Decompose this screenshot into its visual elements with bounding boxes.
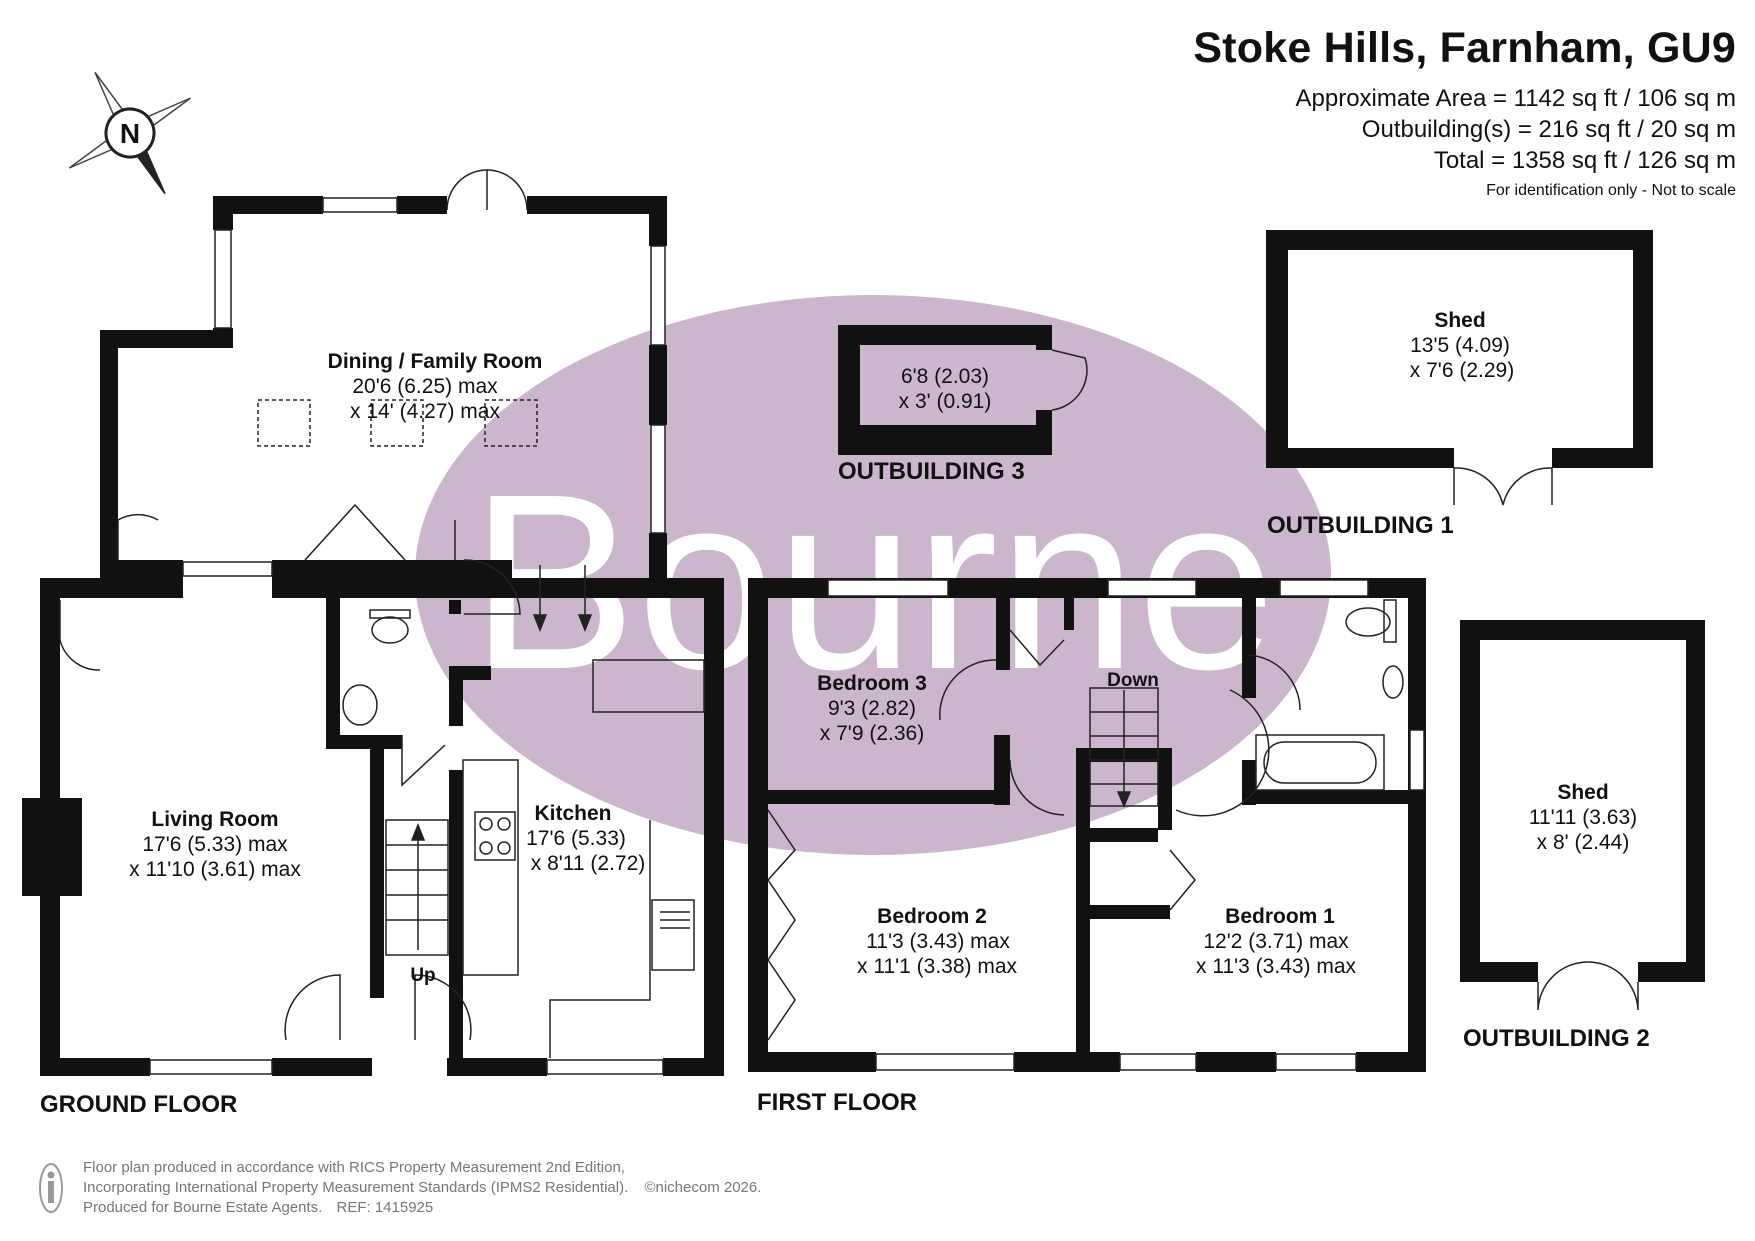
stairs-up-label: Up: [410, 965, 435, 986]
first-floor-fixtures: [767, 579, 1425, 1071]
shed2-dim2: x 8' (2.44): [1537, 831, 1630, 854]
shed2-name: Shed: [1557, 781, 1608, 804]
outbuilding-3: [838, 325, 1052, 455]
outbuilding3-label: OUTBUILDING 3: [838, 458, 1025, 485]
living-room-name: Living Room: [151, 808, 278, 831]
kitchen-dim1: 17'6 (5.33): [526, 827, 626, 850]
disclaimer: For identification only - Not to scale: [1486, 182, 1736, 199]
ground-floor-plan: [22, 196, 724, 1076]
outbuilding-1: [1266, 230, 1653, 468]
footer-line1: Floor plan produced in accordance with R…: [83, 1159, 625, 1176]
footer-ref: REF: 1415925: [336, 1199, 434, 1216]
bedroom1-name: Bedroom 1: [1225, 905, 1335, 928]
compass-label: N: [120, 118, 140, 149]
bedroom1-dim1: 12'2 (3.71) max: [1203, 930, 1349, 953]
outbuildings-area: Outbuilding(s) = 216 sq ft / 20 sq m: [1361, 116, 1736, 143]
footer-line3: Produced for Bourne Estate Agents.: [83, 1199, 323, 1216]
shed1-name: Shed: [1434, 309, 1485, 332]
outbuilding-1-door: [1453, 467, 1553, 506]
shed1-dim2: x 7'6 (2.29): [1410, 359, 1514, 382]
dining-room-dim2: x 14' (4.27) max: [350, 400, 500, 423]
dining-room-dim1: 20'6 (6.25) max: [352, 375, 498, 398]
bedroom2-dim2: x 11'1 (3.38) max: [857, 955, 1018, 978]
living-room-dim2: x 11'10 (3.61) max: [129, 858, 301, 881]
footer-line2: Incorporating International Property Mea…: [83, 1179, 629, 1196]
bedroom2-dim1: 11'3 (3.43) max: [866, 930, 1010, 953]
compass-icon: N: [68, 71, 192, 195]
outbuilding-3-door: [1051, 349, 1088, 411]
watermark-ellipse: [415, 295, 1331, 855]
outbuilding3-dim2: x 3' (0.91): [899, 390, 992, 413]
bedroom3-dim1: 9'3 (2.82): [828, 697, 916, 720]
bedroom3-dim2: x 7'9 (2.36): [820, 722, 924, 745]
shed2-dim1: 11'11 (3.63): [1529, 806, 1637, 829]
total-area: Total = 1358 sq ft / 126 sq m: [1433, 147, 1736, 174]
stairs-down-label: Down: [1107, 670, 1159, 691]
footer-line3-row: Produced for Bourne Estate Agents. REF: …: [83, 1198, 761, 1218]
dining-room-name: Dining / Family Room: [328, 350, 543, 373]
bedroom3-name: Bedroom 3: [817, 672, 927, 695]
property-title: Stoke Hills, Farnham, GU9: [1193, 24, 1736, 72]
bedroom2-name: Bedroom 2: [877, 905, 987, 928]
first-floor-plan: [748, 578, 1426, 1072]
bedroom1-dim2: x 11'3 (3.43) max: [1196, 955, 1357, 978]
ground-floor-label: GROUND FLOOR: [40, 1091, 237, 1118]
outbuilding3-dim1: 6'8 (2.03): [901, 365, 989, 388]
watermark: Bourne: [415, 295, 1331, 855]
shed1-dim1: 13'5 (4.09): [1410, 334, 1510, 357]
footer-copyright: ©nichecom 2026.: [644, 1179, 762, 1196]
outbuilding-2: [1460, 620, 1705, 982]
kitchen-dim2: x 8'11 (2.72): [531, 852, 646, 875]
person-icon: [39, 1163, 63, 1213]
approximate-area: Approximate Area = 1142 sq ft / 106 sq m: [1295, 85, 1736, 112]
kitchen-name: Kitchen: [534, 802, 611, 825]
outbuilding-2-door: [1537, 961, 1639, 1011]
outbuilding2-label: OUTBUILDING 2: [1463, 1025, 1650, 1052]
ground-floor-fixtures: [59, 169, 705, 1075]
footer: Floor plan produced in accordance with R…: [83, 1158, 761, 1218]
footer-line2-row: Incorporating International Property Mea…: [83, 1178, 761, 1198]
outbuilding1-label: OUTBUILDING 1: [1267, 512, 1454, 539]
first-floor-label: FIRST FLOOR: [757, 1089, 917, 1116]
living-room-dim1: 17'6 (5.33) max: [142, 833, 288, 856]
